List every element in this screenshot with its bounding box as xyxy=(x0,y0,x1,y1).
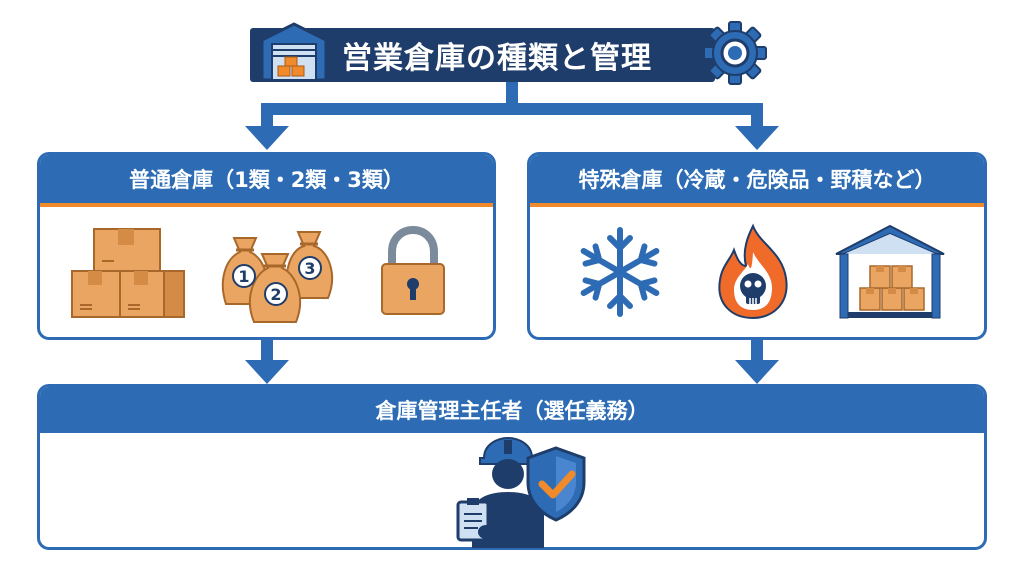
sack-number-1: 1 xyxy=(238,267,249,286)
sack-number-3: 3 xyxy=(304,259,315,278)
flame-skull-icon xyxy=(718,223,788,320)
padlock-icon xyxy=(381,226,445,315)
manager-header: 倉庫管理主任者（選任義務） xyxy=(40,387,984,433)
gear-icon xyxy=(703,21,767,85)
warehouse-title-icon xyxy=(260,22,328,82)
worker-icon xyxy=(456,436,544,548)
warehouse-icon xyxy=(835,224,945,319)
special-warehouse-header: 特殊倉庫（冷蔵・危険品・野積など） xyxy=(530,155,984,207)
boxes-icon xyxy=(71,228,185,318)
snowflake-icon xyxy=(580,227,660,317)
numbered-sacks-icon: 1 3 2 xyxy=(221,231,333,323)
shield-check-icon xyxy=(526,446,586,522)
regular-warehouse-header: 普通倉庫（1類・2類・3類） xyxy=(40,155,493,207)
page-title: 営業倉庫の種類と管理 xyxy=(342,41,652,76)
sack-number-2: 2 xyxy=(270,285,281,304)
